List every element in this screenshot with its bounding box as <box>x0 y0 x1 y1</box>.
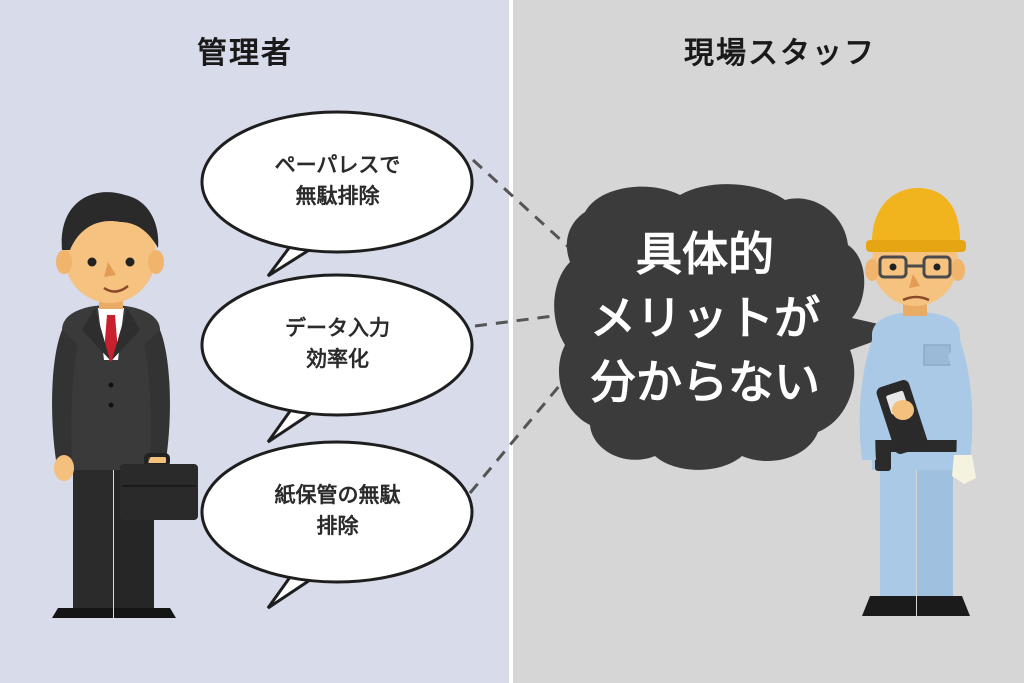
bubble-line: 無駄排除 <box>295 184 380 208</box>
bubble-line: データ入力 <box>285 316 390 340</box>
staff-heading: 現場スタッフ <box>684 36 876 71</box>
bubble-line: ペーパレスで <box>274 153 401 177</box>
manager-figure <box>52 192 198 618</box>
staff-bubble-text: 具体的 メリットが 分からない <box>575 222 835 414</box>
manager-bubble-1-text: ペーパレスで 無駄排除 <box>225 150 450 212</box>
staff-bubble-line: メリットが <box>590 291 820 345</box>
manager-bubble-1 <box>200 110 474 278</box>
manager-bubble-2-text: データ入力 効率化 <box>225 313 450 375</box>
manager-bubble-3 <box>200 440 474 610</box>
panel-divider <box>509 0 513 683</box>
staff-bubble-line: 分からない <box>590 355 820 409</box>
manager-bubble-2 <box>200 273 474 444</box>
staff-bubble <box>554 184 905 470</box>
staff-figure <box>859 188 976 616</box>
staff-bubble-line: 具体的 <box>636 227 774 281</box>
manager-bubble-3-text: 紙保管の無駄 排除 <box>225 480 450 542</box>
bubble-line: 排除 <box>316 514 359 538</box>
manager-heading: 管理者 <box>197 36 293 71</box>
bubble-line: 効率化 <box>306 347 369 371</box>
connector-1 <box>471 158 587 264</box>
bubble-line: 紙保管の無駄 <box>274 483 401 507</box>
